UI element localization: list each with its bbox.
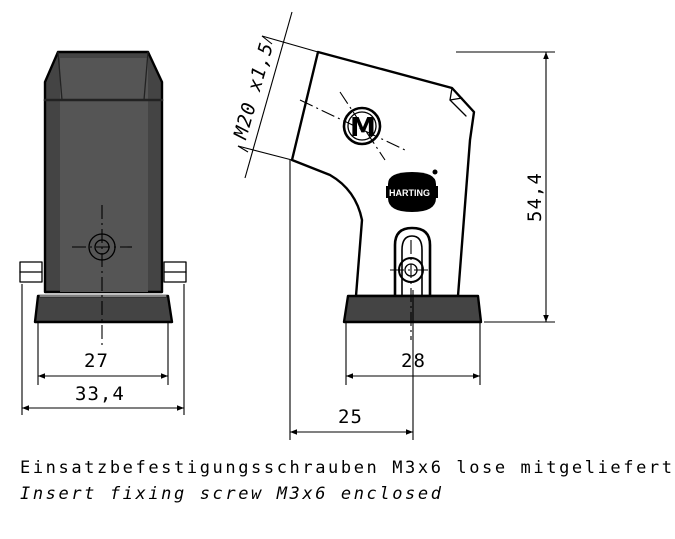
side-view: M HARTING [290,50,483,340]
front-base [33,294,174,324]
dim-33-4-label: 33,4 [75,383,125,405]
front-dimensions: 27 33,4 [21,284,185,415]
side-housing [290,50,476,298]
m-logo-letter: M [350,113,376,143]
note-english: Insert fixing screw M3x6 enclosed [20,484,444,504]
dim-27-label: 27 [84,350,109,372]
dim-54-4-label: 54,4 [524,172,546,222]
front-view [19,50,187,345]
harting-logo-text: HARTING [389,188,430,198]
dim-25-label: 25 [338,406,363,428]
dim-thread-leader [244,11,293,179]
technical-drawing: 27 33,4 M HARTING [19,11,555,440]
note-german: Einsatzbefestigungsschrauben M3x6 lose m… [20,458,675,478]
dim-thread-label: M20 x1,5 [229,40,278,143]
m-logo-outer [342,106,382,146]
m-logo-inner [347,111,377,141]
latch-slot [393,226,432,298]
